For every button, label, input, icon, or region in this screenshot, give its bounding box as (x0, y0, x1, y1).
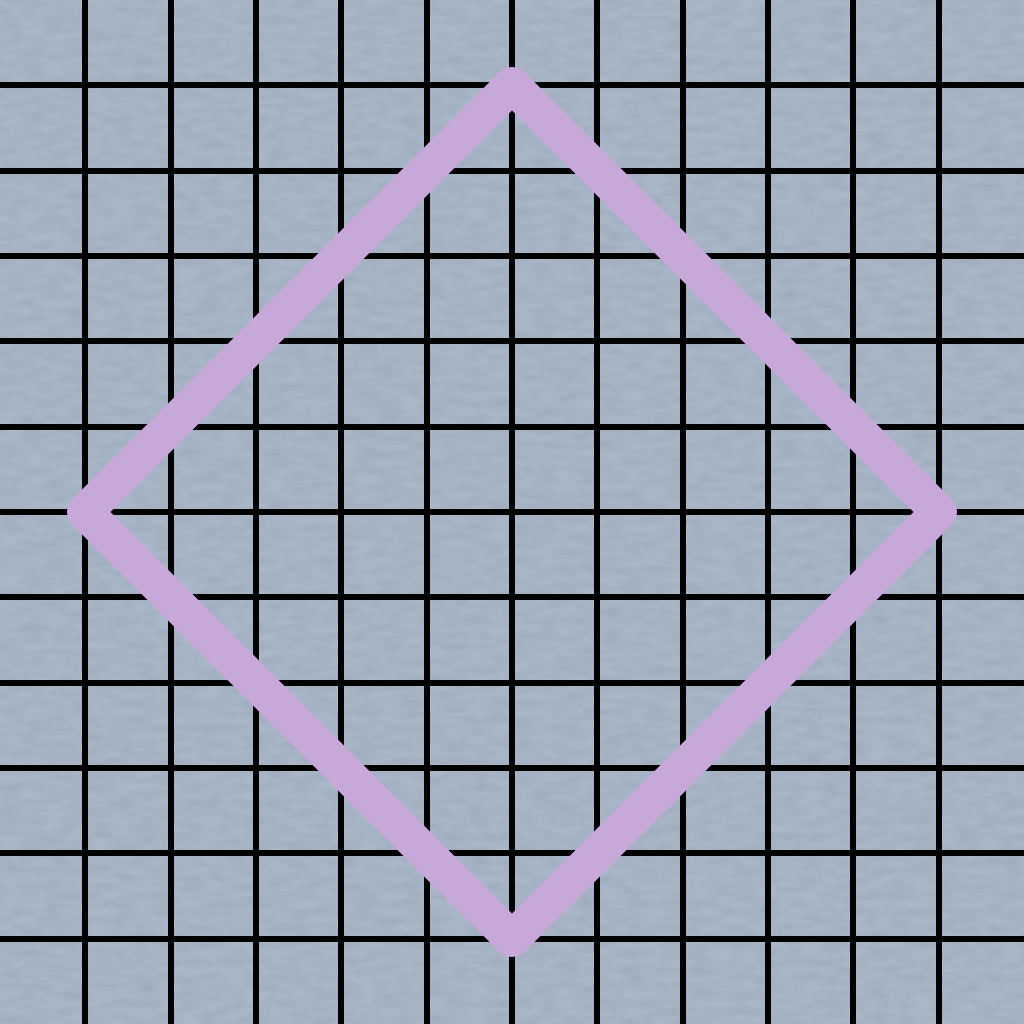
grid-line-horizontal (0, 253, 1024, 259)
grid-line-horizontal (0, 338, 1024, 344)
grid-line-horizontal (0, 594, 1024, 600)
grid-line-horizontal (0, 509, 1024, 515)
grid-line-horizontal (0, 168, 1024, 174)
grid-line-horizontal (0, 424, 1024, 430)
grid-line-horizontal (0, 680, 1024, 686)
diamond-outline (67, 67, 957, 957)
grid-line-horizontal (0, 765, 1024, 771)
grid-line-horizontal (0, 850, 1024, 856)
